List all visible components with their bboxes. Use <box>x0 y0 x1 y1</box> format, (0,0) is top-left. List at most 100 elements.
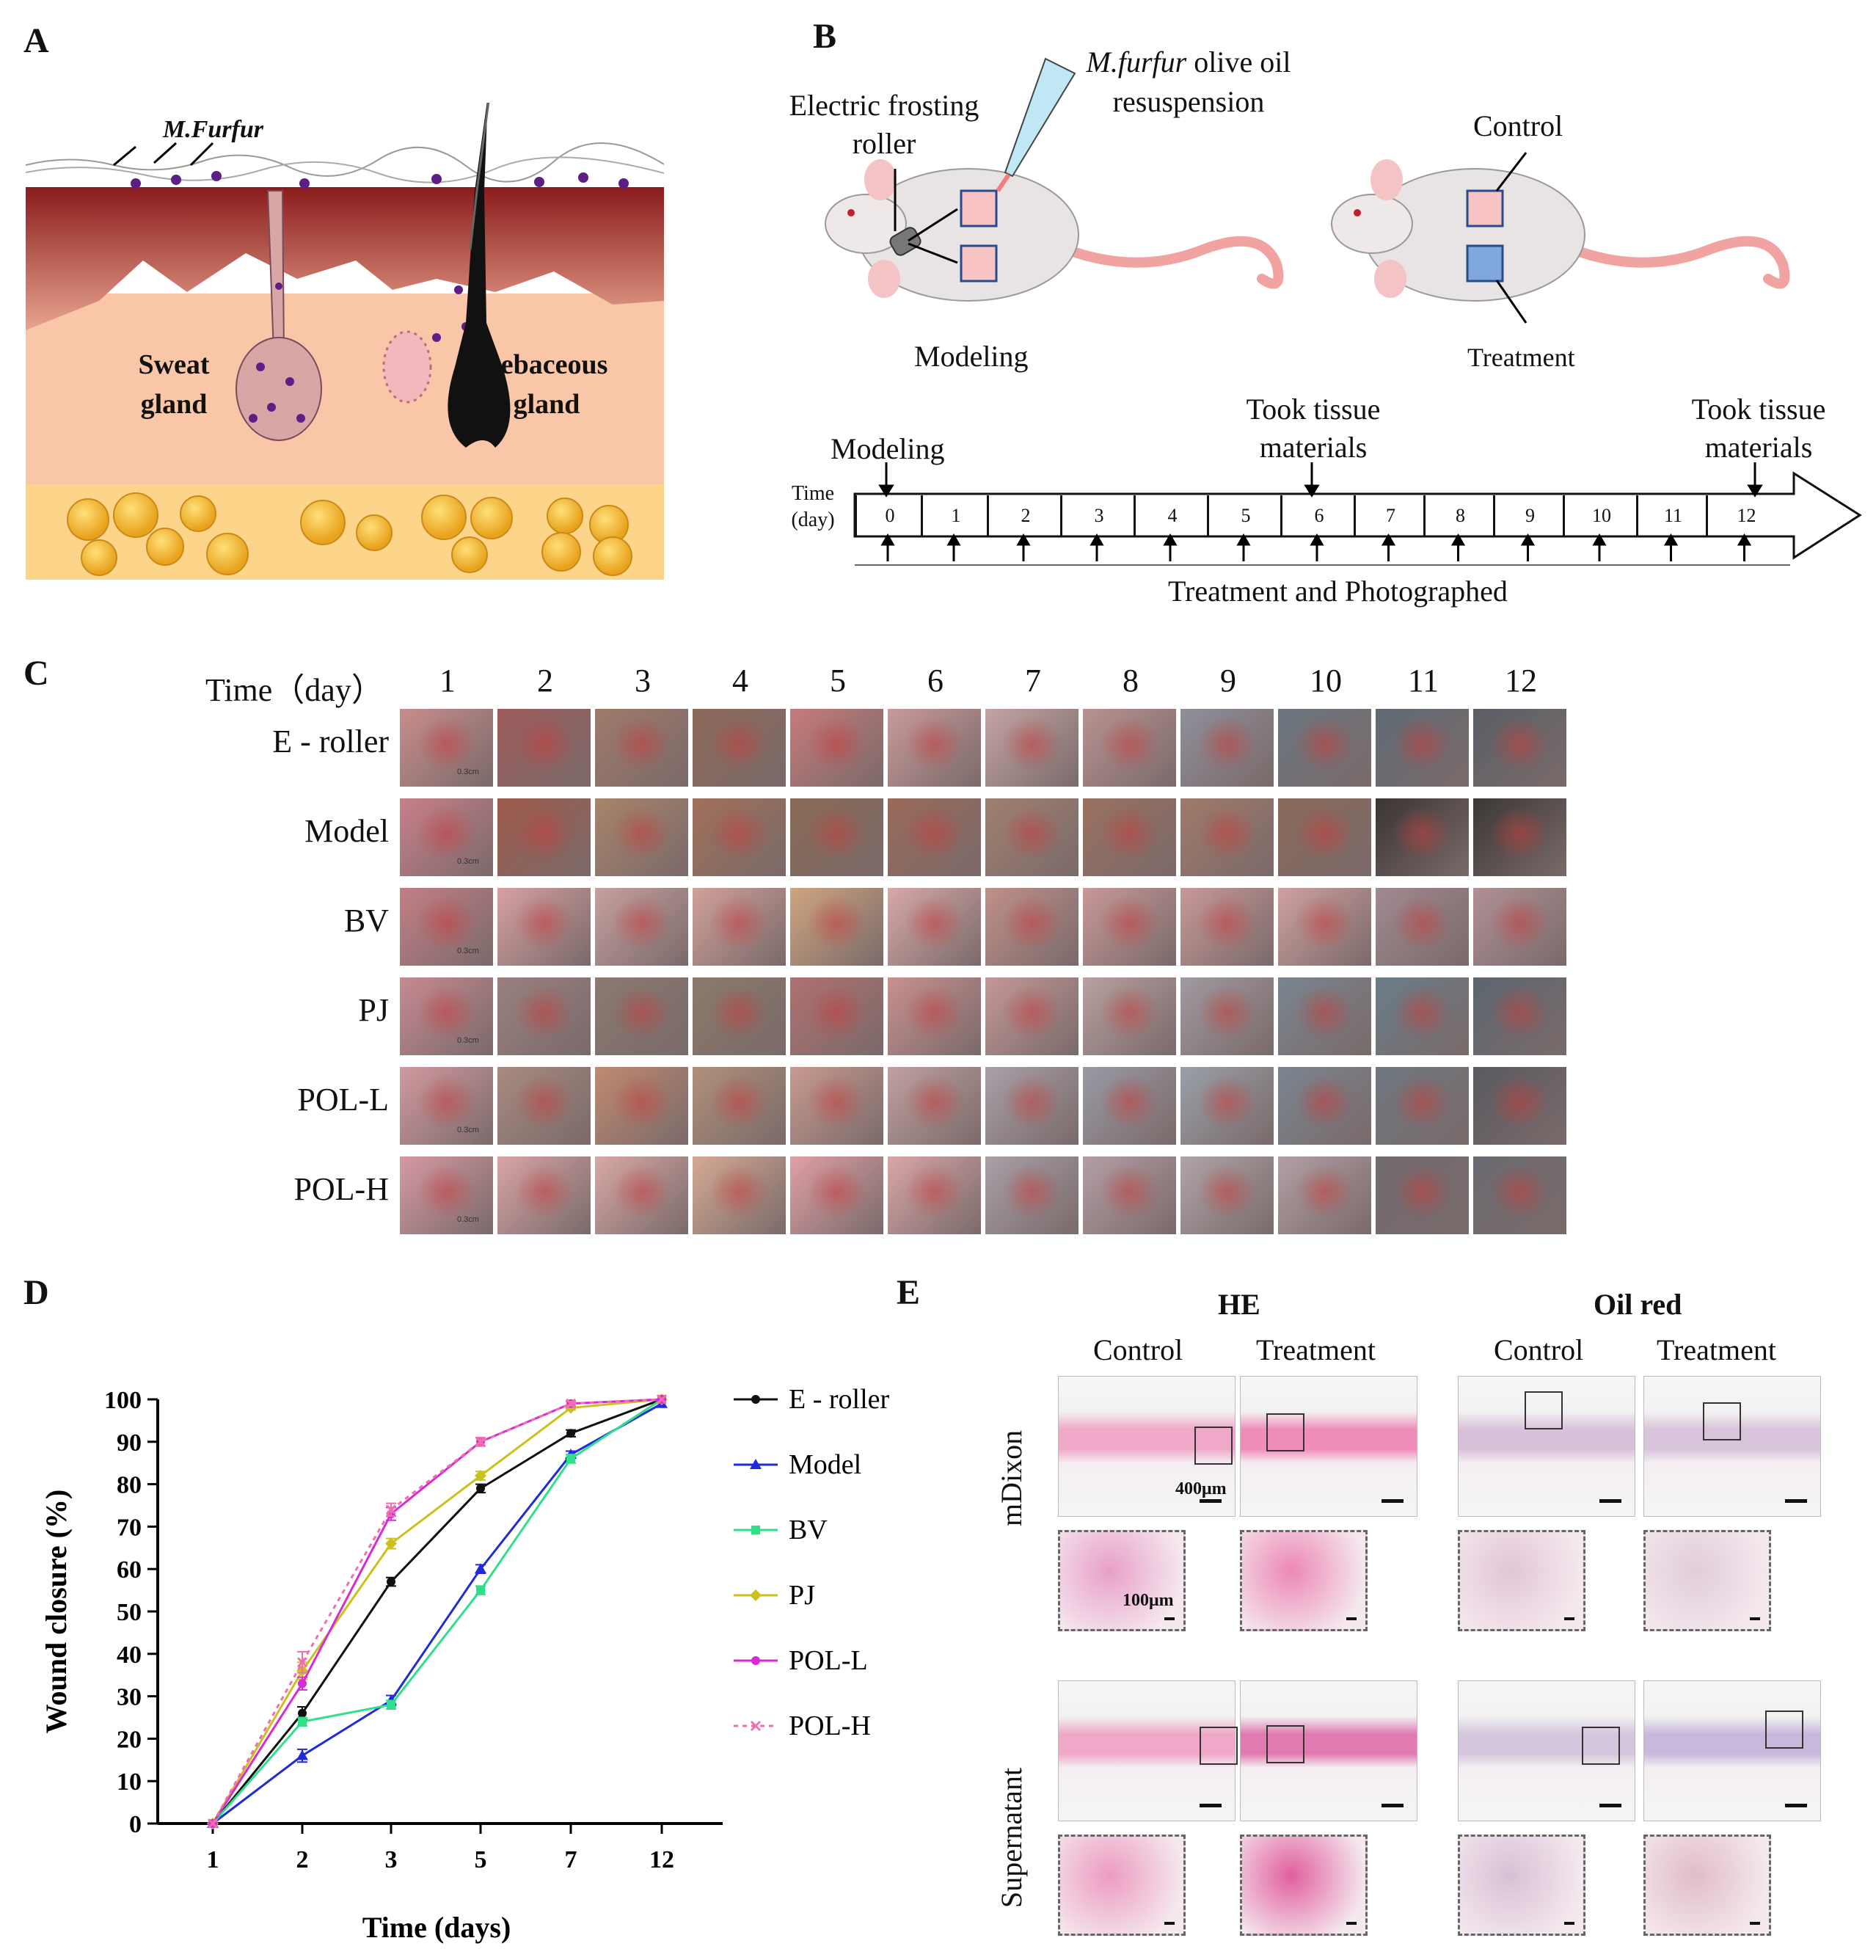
wound-photo <box>888 977 981 1055</box>
wound-photo: 0.3cm <box>400 709 493 787</box>
series-line <box>211 1398 663 1824</box>
wound-photo <box>985 977 1078 1055</box>
data-point <box>566 1454 575 1463</box>
scale-bar <box>1750 1617 1760 1620</box>
data-point <box>207 1818 219 1829</box>
wound-photo <box>1083 1067 1176 1145</box>
data-point <box>565 1398 577 1409</box>
timeline-tissue-marker-day12: Took tissue materials <box>1691 393 1826 464</box>
histology-section <box>1058 1680 1238 1821</box>
panel-a-letter: A <box>23 21 49 60</box>
wound-photo: 0.3cm <box>400 1156 493 1234</box>
wound-photo <box>497 709 591 787</box>
photo-scale-bar: 0.3cm <box>457 1126 479 1134</box>
wound-photo <box>1376 798 1469 876</box>
y-tick-label: 20 <box>117 1726 142 1753</box>
wound-photo <box>1376 709 1469 787</box>
series-e-roller <box>208 1395 666 1828</box>
histology-section <box>1058 1376 1236 1517</box>
photo-day-header: 6 <box>927 663 944 699</box>
wound-photo <box>1278 977 1371 1055</box>
photo-scale-bar: 0.3cm <box>457 857 479 866</box>
x-tick-label: 2 <box>296 1846 309 1873</box>
he-control-label: Control <box>1093 1333 1183 1366</box>
oil-treatment-label: Treatment <box>1657 1333 1776 1366</box>
timeline-day-cell: 0 <box>855 495 923 536</box>
wound-photo <box>1473 709 1566 787</box>
scale-bar <box>1164 1617 1175 1620</box>
legend-item: Model <box>734 1449 861 1480</box>
wound-photo <box>497 1067 591 1145</box>
data-point <box>751 1526 760 1534</box>
wound-photo <box>1083 798 1176 876</box>
histology-zoom-inset <box>1458 1835 1585 1936</box>
series-pj <box>207 1394 668 1829</box>
wound-photo <box>1083 1156 1176 1234</box>
sweat-gland-label: Sweat gland <box>138 349 210 420</box>
data-point <box>385 1504 397 1515</box>
legend-item: POL-L <box>734 1645 868 1676</box>
oil-resuspension-label: M.furfur olive oil resuspension <box>1056 43 1321 122</box>
wound-photo <box>693 709 786 787</box>
x-tick-label: 7 <box>565 1846 577 1873</box>
photo-day-header: 2 <box>537 663 553 699</box>
y-tick-label: 40 <box>117 1642 142 1669</box>
photo-row-label: POL-L <box>297 1082 389 1118</box>
photo-row-label: E - roller <box>272 724 389 759</box>
wound-photo-grid: 0.3cm 0.3cm 0.3cm 0.3cm 0.3cm 0.3cm <box>400 709 1566 1234</box>
wound-photo <box>693 1067 786 1145</box>
wound-photo <box>888 1156 981 1234</box>
wound-photo <box>1278 1156 1371 1234</box>
wound-photo <box>1278 1067 1371 1145</box>
photo-scale-bar: 0.3cm <box>457 947 479 955</box>
timeline-day-cell: 10 <box>1563 495 1638 536</box>
data-point <box>296 1657 308 1668</box>
y-tick-label: 10 <box>117 1768 142 1796</box>
series-line <box>211 1398 663 1824</box>
photo-header-label: Time（day） <box>205 672 384 708</box>
photo-day-header: 9 <box>1220 663 1236 699</box>
data-point <box>566 1429 575 1438</box>
roller-label: Electric frosting roller <box>789 89 979 160</box>
zoom-region-box <box>1266 1725 1304 1763</box>
wound-photo <box>888 1067 981 1145</box>
wound-photo <box>1180 798 1274 876</box>
photo-day-header: 10 <box>1310 663 1342 699</box>
timeline-day-cell: 12 <box>1706 495 1785 536</box>
histology-zoom-inset <box>1643 1835 1771 1936</box>
data-point <box>750 1459 762 1469</box>
legend-item: BV <box>734 1515 828 1545</box>
wound-photo <box>1376 888 1469 966</box>
data-point <box>750 1589 762 1601</box>
wound-photo <box>1473 888 1566 966</box>
row-supernatant-label: Supernatant <box>995 1767 1028 1908</box>
data-point <box>475 1563 486 1574</box>
data-point <box>750 1720 762 1732</box>
timeline-day-cell: 11 <box>1636 495 1708 536</box>
wound-photo <box>693 1156 786 1234</box>
x-tick-label: 5 <box>475 1846 487 1873</box>
photo-scale-bar: 0.3cm <box>457 1036 479 1045</box>
data-point <box>476 1586 485 1595</box>
row-mdixon-label: mDixon <box>995 1429 1028 1526</box>
series-line <box>211 1398 663 1824</box>
zoom-region-box <box>1200 1727 1238 1765</box>
wound-photo: 0.3cm <box>400 888 493 966</box>
legend-label: E - roller <box>789 1384 890 1415</box>
wound-photo <box>497 1156 591 1234</box>
wound-photo <box>1180 709 1274 787</box>
wound-photo <box>595 1067 688 1145</box>
timeline-day-cell: 3 <box>1060 495 1136 536</box>
data-point <box>387 1577 395 1586</box>
wound-photo <box>1180 1156 1274 1234</box>
wound-photo <box>1083 888 1176 966</box>
wound-photo <box>1473 1156 1566 1234</box>
wound-photo <box>790 1156 883 1234</box>
y-tick-label: 0 <box>129 1811 142 1838</box>
wound-photo <box>1473 977 1566 1055</box>
data-point <box>296 1749 308 1760</box>
control-label: Control <box>1473 109 1563 142</box>
scale-bar <box>1382 1499 1404 1503</box>
timeline-markers <box>878 462 1763 561</box>
wound-photo <box>595 888 688 966</box>
